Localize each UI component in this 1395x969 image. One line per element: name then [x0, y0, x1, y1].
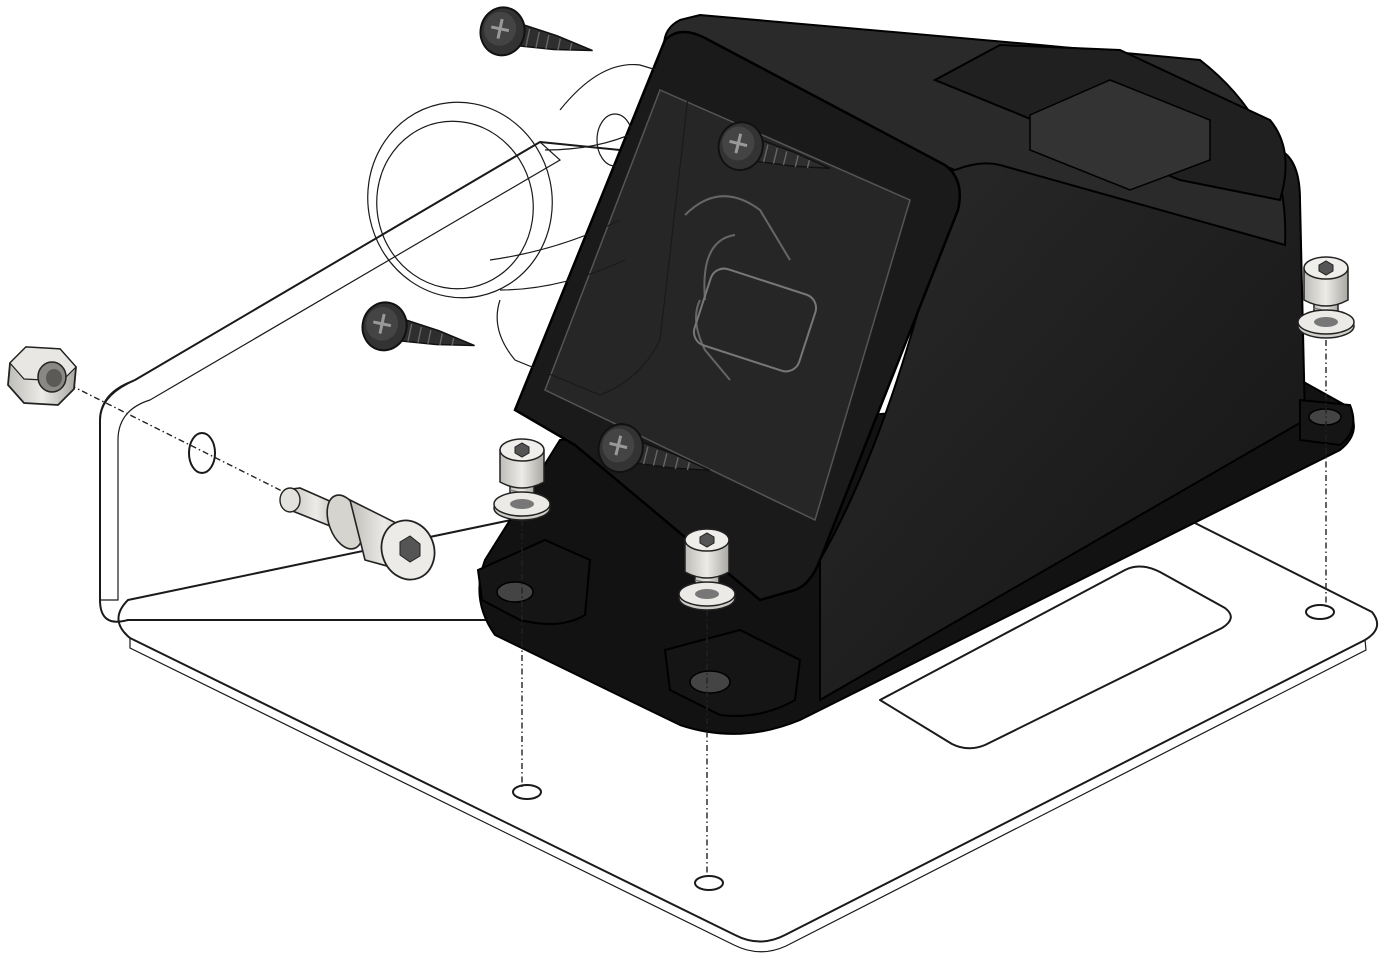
housing-front-foot-center — [663, 628, 802, 717]
wood-screw-left — [356, 296, 482, 371]
cover-dome-outer — [367, 101, 553, 299]
housing-connector-port — [1029, 79, 1211, 191]
bracket-hole-2 — [694, 875, 724, 891]
transparent-cover — [367, 63, 691, 396]
housing-front-foot-left — [476, 538, 592, 625]
cover-dome-inner — [376, 120, 534, 290]
cap-screw-front-center — [678, 528, 736, 611]
bracket-side-wall-top-edge — [99, 141, 562, 601]
housing-face-recess — [544, 88, 911, 522]
cover-body-lines — [489, 129, 641, 291]
cap-screw-rear-right — [1297, 256, 1355, 339]
housing-button-recess — [692, 267, 818, 373]
bracket-wall-hole — [188, 432, 216, 474]
housing-inner-channel — [684, 195, 791, 381]
assembly-axes — [69, 340, 1327, 880]
hex-nut — [7, 346, 77, 406]
cover-flange-outline — [496, 63, 691, 396]
bracket-hole-1 — [512, 784, 542, 800]
controller-housing — [476, 13, 1355, 735]
bracket-base-edge — [129, 637, 1367, 953]
bracket-slot — [879, 565, 1232, 750]
cap-screw-front-left — [493, 438, 551, 521]
wood-screw-top — [474, 1, 600, 76]
cover-boss — [596, 113, 634, 167]
shoulder-bolt — [279, 487, 436, 581]
mounting-bracket — [99, 141, 1379, 953]
bracket-hole-3 — [1305, 604, 1335, 620]
